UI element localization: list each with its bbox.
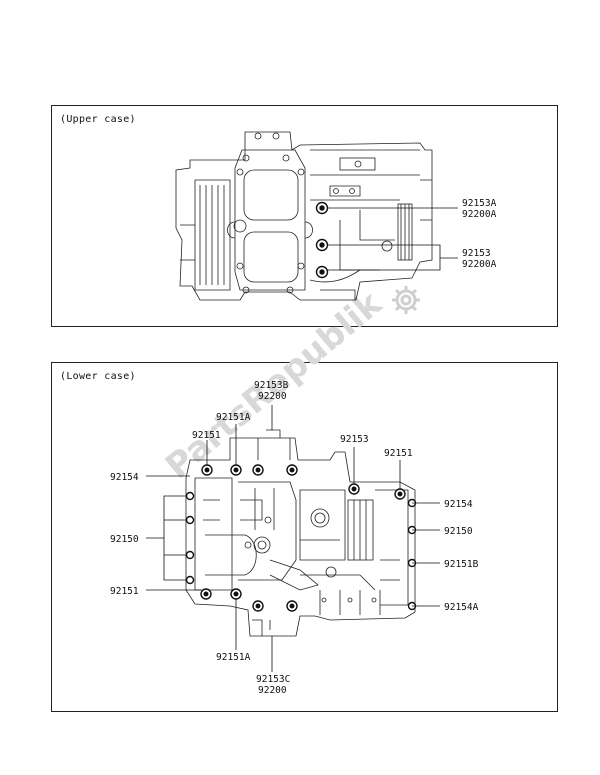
gear-watermark-icon [392, 286, 420, 314]
label-92200-bottom: 92200 [258, 685, 287, 696]
label-92151-top: 92151 [192, 430, 221, 441]
upper-crankcase-drawing [175, 131, 433, 301]
label-92153C: 92153C [256, 674, 290, 685]
watermark: PartsRepublik [158, 283, 420, 487]
label-92151A-top: 92151A [216, 412, 251, 423]
label-92200A-upper-1: 92200A [462, 209, 497, 220]
label-92153A: 92153A [462, 198, 497, 209]
label-92150-left: 92150 [110, 534, 139, 545]
lower-case-title-text: (Lower case) [60, 371, 136, 382]
upper-case-title: (Upper case) [60, 114, 136, 125]
lower-leader-lines [146, 405, 440, 672]
upper-leader-lines [327, 207, 458, 271]
label-92153-lower: 92153 [340, 434, 369, 445]
label-92151-left: 92151 [110, 586, 139, 597]
label-92200-top: 92200 [258, 391, 287, 402]
label-92200A-upper-2: 92200A [462, 259, 497, 270]
label-92153-upper: 92153 [462, 248, 491, 259]
label-92153B: 92153B [254, 380, 289, 391]
label-92151A-bottom: 92151A [216, 652, 251, 663]
label-92154-left: 92154 [110, 472, 139, 483]
label-92150-right: 92150 [444, 526, 473, 537]
label-92154-right: 92154 [444, 499, 473, 510]
lower-case-panel [51, 362, 558, 712]
lower-bolts [185, 464, 417, 612]
label-92151-right: 92151 [384, 448, 413, 459]
upper-bolts [315, 201, 329, 279]
label-92151B: 92151B [444, 559, 479, 570]
lower-crankcase-drawing [185, 429, 416, 637]
label-92154A: 92154A [444, 602, 479, 613]
